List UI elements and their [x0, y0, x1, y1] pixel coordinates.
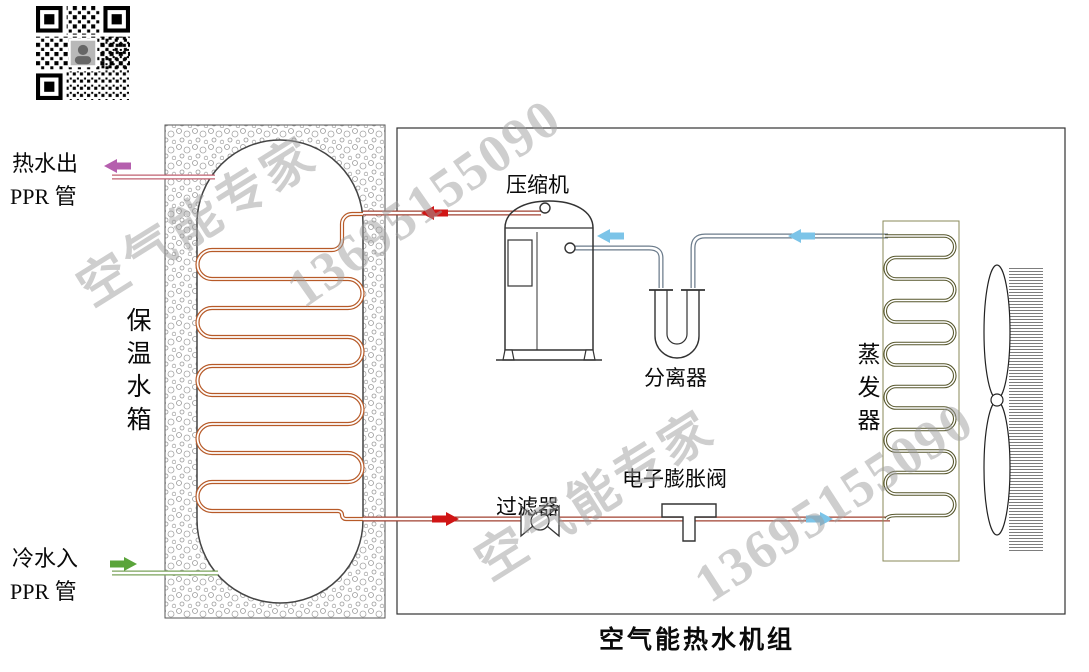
fan-blade-top: [983, 264, 1011, 400]
cold-water-in-arrow: [110, 557, 137, 571]
compressor-suction-port: [564, 242, 576, 254]
insulated-tank: [164, 124, 386, 619]
evaporator-coil: [882, 220, 960, 562]
unit-enclosure-box: [396, 127, 1066, 615]
discharge-arrow: [421, 206, 448, 220]
expansion-valve: [661, 503, 717, 542]
compressor-label: 压缩机: [506, 173, 569, 197]
unit-caption: 空气能热水机组: [599, 627, 796, 654]
qr-finder-bottom-left: [36, 73, 63, 100]
qr-code: [36, 6, 130, 100]
suction-arrow-1: [597, 229, 624, 243]
qr-avatar: [68, 38, 98, 68]
liquid-arrow: [432, 512, 459, 526]
hot-water-out-arrow: [104, 159, 131, 173]
separator: [649, 289, 705, 359]
hot-water-out-label: 热水出: [12, 151, 79, 176]
compressor-discharge-port: [539, 202, 551, 214]
hot-water-pipe-label: PPR 管: [10, 184, 77, 209]
water-tank-shell: [196, 139, 364, 604]
fan-blade-bottom: [983, 400, 1011, 536]
condenser-coil: [195, 211, 365, 522]
fan: [983, 264, 1043, 552]
cold-water-in-label: 冷水入: [12, 546, 79, 571]
expansion-valve-label: 电子膨胀阀: [622, 467, 727, 491]
filter: [520, 504, 560, 538]
qr-finder-top-left: [36, 6, 63, 33]
cold-water-pipe-label: PPR 管: [10, 579, 77, 604]
suction-arrow-2: [788, 229, 815, 243]
compressor: [496, 200, 602, 361]
evaporator-label: 蒸发器: [854, 342, 879, 441]
fan-hub: [990, 393, 1004, 407]
fan-grille: [1009, 267, 1043, 552]
qr-finder-top-right: [103, 6, 130, 33]
post-valve-arrow: [806, 512, 833, 526]
suction-pipe: [575, 233, 888, 288]
tank-label: 保温水箱: [123, 307, 150, 439]
filter-label: 过滤器: [496, 495, 559, 519]
separator-label: 分离器: [644, 366, 707, 390]
